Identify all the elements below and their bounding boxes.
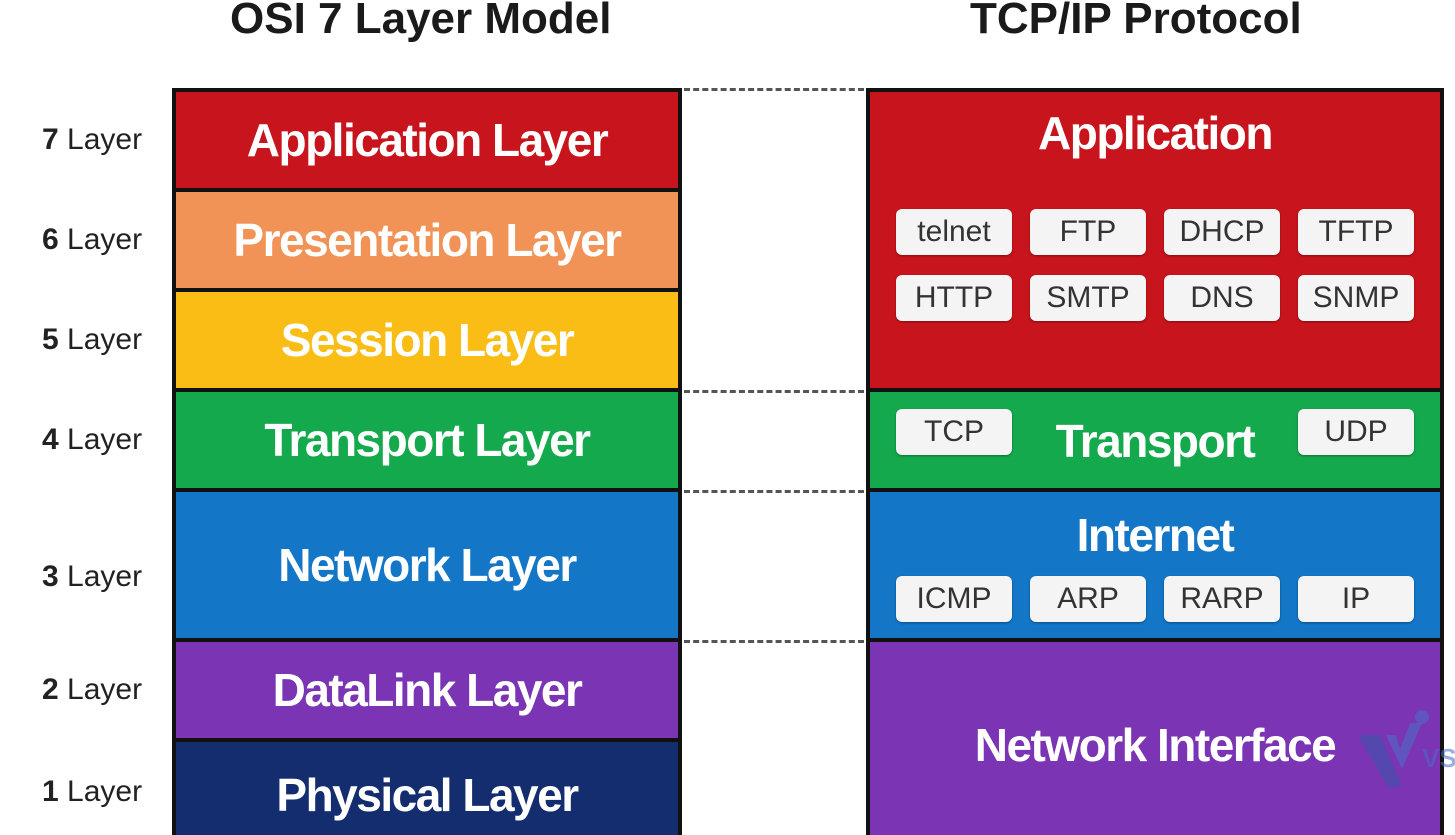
osi-datalink-layer: DataLink Layer: [176, 642, 678, 738]
row-label-3: 3 Layer: [42, 560, 143, 593]
osi-application-layer: Application Layer: [176, 92, 678, 188]
osi-transport-layer: Transport Layer: [176, 392, 678, 488]
tcpip-protocol-title: TCP/IP Protocol: [970, 0, 1302, 43]
tcpip-internet-layer: Internet ICMP ARP RARP IP: [870, 492, 1440, 638]
tcpip-network-interface-layer: Network Interface: [870, 642, 1440, 835]
boundary-line-transport-internet: [684, 490, 864, 493]
row-label-1: 1 Layer: [42, 775, 143, 808]
boundary-line-internet-network-interface: [684, 640, 864, 643]
row-label-7: 7 Layer: [42, 123, 143, 156]
tcpip-application-label: Application: [1038, 107, 1273, 159]
protocol-chip-ip: IP: [1298, 576, 1414, 622]
protocol-chip-tftp: TFTP: [1298, 209, 1414, 255]
watermark-text: VS: [1422, 743, 1455, 773]
watermark-logo: VS: [1358, 710, 1455, 787]
protocol-chip-dns: DNS: [1164, 275, 1280, 321]
tcpip-layer-stack: Application telnet FTP DHCP TFTP HTTP SM…: [866, 88, 1444, 835]
protocol-chip-arp: ARP: [1030, 576, 1146, 622]
protocol-chip-telnet: telnet: [896, 209, 1012, 255]
protocol-chip-rarp: RARP: [1164, 576, 1280, 622]
protocol-chip-tcp: TCP: [896, 409, 1012, 455]
osi-physical-layer: Physical Layer: [176, 742, 678, 835]
tcpip-transport-layer: Transport TCP UDP: [870, 392, 1440, 488]
protocol-chip-dhcp: DHCP: [1164, 209, 1280, 255]
osi-network-layer: Network Layer: [176, 492, 678, 638]
tcpip-network-interface-label: Network Interface: [974, 719, 1337, 771]
protocol-chip-udp: UDP: [1298, 409, 1414, 455]
tcpip-application-layer: Application telnet FTP DHCP TFTP HTTP SM…: [870, 92, 1440, 388]
osi-model-title: OSI 7 Layer Model: [230, 0, 612, 43]
row-label-5: 5 Layer: [42, 323, 143, 356]
boundary-line-top: [684, 88, 864, 91]
row-label-6: 6 Layer: [42, 223, 143, 256]
tcpip-internet-label: Internet: [1076, 509, 1235, 561]
protocol-chip-icmp: ICMP: [896, 576, 1012, 622]
protocol-chip-smtp: SMTP: [1030, 275, 1146, 321]
osi-session-layer: Session Layer: [176, 292, 678, 388]
boundary-line-application-transport: [684, 390, 864, 393]
osi-presentation-layer: Presentation Layer: [176, 192, 678, 288]
row-label-4: 4 Layer: [42, 423, 143, 456]
protocol-chip-snmp: SNMP: [1298, 275, 1414, 321]
protocol-chip-http: HTTP: [896, 275, 1012, 321]
row-label-2: 2 Layer: [42, 673, 143, 706]
tcpip-transport-label: Transport: [1055, 415, 1256, 467]
osi-layer-stack: Application Layer Presentation Layer Ses…: [172, 88, 682, 835]
protocol-chip-ftp: FTP: [1030, 209, 1146, 255]
